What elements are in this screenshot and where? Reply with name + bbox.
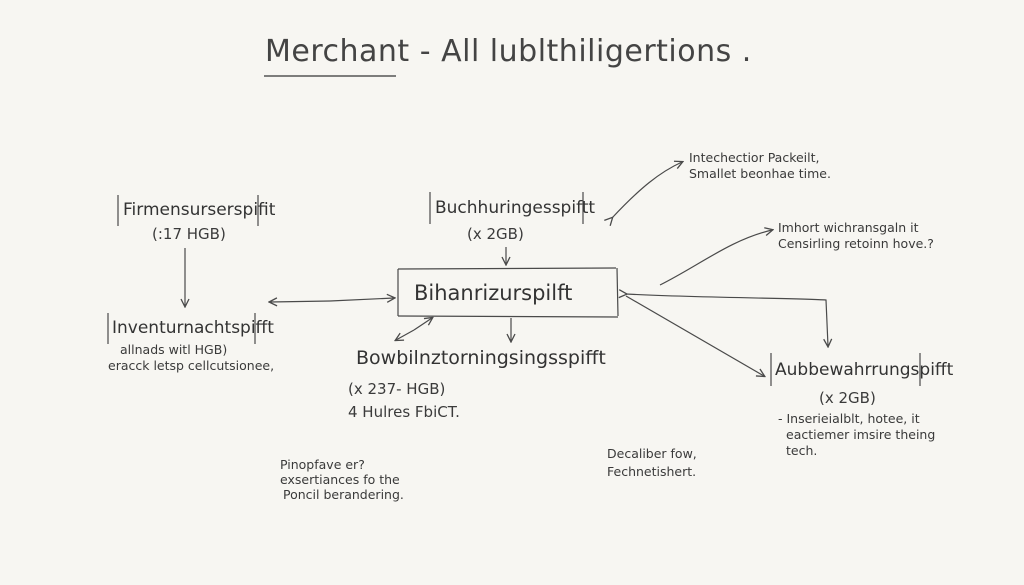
arrow-note-to-buchung [612, 162, 682, 218]
node-buchung-sub: (x 2GB) [467, 225, 524, 243]
box-center-frame [397, 267, 619, 318]
node-aufbe-note-2: eactiemer imsire theing [786, 427, 936, 442]
node-bowbil-sub-1: (x 237- HGB) [348, 380, 446, 398]
node-buchung-label: Buchhuringesspiftt [435, 198, 596, 218]
box-aufbe-frame [770, 353, 921, 386]
node-aufbe-note-1: - Inserieialblt, hotee, it [778, 411, 920, 426]
box-firmen-frame [117, 195, 259, 226]
arrow-center-to-note [659, 230, 772, 286]
node-inventur-note-1: allnads witl HGB) [120, 342, 228, 357]
node-firmen-sub: (:17 HGB) [152, 225, 226, 243]
arrow-inventur-center-left [270, 301, 331, 302]
node-aufbe-sub: (x 2GB) [819, 389, 876, 407]
note-bottom-left-2: exsertiances fo the [280, 472, 400, 487]
arrow-center-to-bowbil-a [396, 329, 415, 340]
node-center-label: Bihanrizurspilft [414, 281, 573, 305]
note-mid-right-1: Imhort wichransgaln it [778, 220, 919, 235]
node-inventur-note-2: eracck letsp cellcutsionee, [108, 358, 275, 373]
arrow-inventur-center-right [329, 298, 394, 301]
note-bottom-mid-1: Decaliber fow, [607, 446, 697, 461]
note-bottom-left-1: Pinopfave er? [280, 457, 365, 472]
note-mid-right-2: Censirling retoinn hove.? [778, 236, 934, 251]
node-firmen-label: Firmensurserspifit [123, 200, 276, 220]
page-title: Merchant - All lublthiligertions . [265, 34, 752, 69]
node-aufbe-label: Aubbewahrrungspifft [775, 360, 954, 380]
node-bowbil-sub-2: 4 Hulres FbiCT. [348, 403, 460, 421]
node-inventur-label: Inventurnachtspifft [112, 318, 274, 338]
node-bowbil-label: Bowbilnztorningsingsspifft [356, 347, 606, 369]
arrow-center-to-aufbe-loop [626, 294, 828, 346]
node-aufbe-note-3: tech. [786, 443, 818, 458]
note-bottom-mid-2: Fechnetishert. [607, 464, 697, 479]
note-top-right-2: Smallet beonhae time. [689, 166, 831, 181]
arrow-center-to-aufbe-diag [625, 295, 764, 376]
box-buchung-frame [429, 192, 584, 224]
note-top-right-1: Intechectior Packeilt, [689, 150, 820, 165]
note-bottom-left-3: Poncil berandering. [283, 487, 404, 502]
arrow-center-to-bowbil-b [413, 318, 432, 331]
box-inventur-frame [107, 313, 256, 344]
